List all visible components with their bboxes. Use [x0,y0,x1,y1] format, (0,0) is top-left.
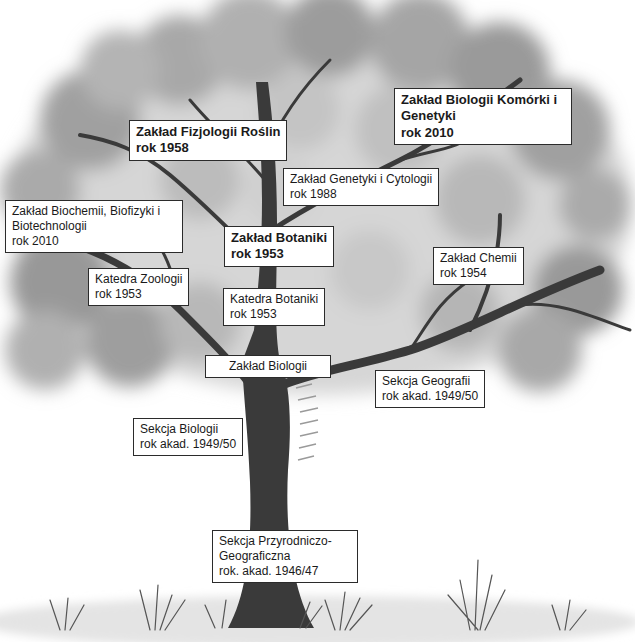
department-box: Zakład Biologii [205,355,331,378]
unit-year: rok akad. 1949/50 [140,437,236,452]
department-box: Katedra Zoologiirok 1953 [88,268,189,306]
tree-crown [0,0,632,395]
grass-tuft [140,585,185,630]
department-box: Sekcja Przyrodniczo-Geograficznarok. aka… [212,530,358,583]
unit-name: Zakład Genetyki i Cytologii [290,172,432,187]
department-box: Zakład Biologii Komórki i Genetykirok 20… [394,88,572,145]
grass-tuft [50,598,84,630]
foliage-blob [5,310,85,390]
unit-year: rok 1953 [231,246,327,262]
unit-year: rok 1954 [440,266,517,281]
unit-year: rok akad. 1949/50 [382,389,478,404]
unit-name: Zakład Fizjologii Roślin [136,124,280,140]
grass-tuft [552,600,586,630]
unit-year: rok. akad. 1946/47 [219,564,351,579]
unit-year: rok 1958 [136,140,280,156]
department-box: Zakład Botanikirok 1953 [224,226,334,267]
foliage-blob [435,155,525,245]
unit-year: rok 1953 [95,287,182,302]
department-box: Katedra Botanikirok 1953 [223,288,325,326]
department-box: Sekcja Geografiirok akad. 1949/50 [375,370,485,408]
ground-shadow [0,596,635,642]
unit-name: Zakład Botaniki [231,230,327,246]
unit-name: Katedra Zoologii [95,272,182,287]
unit-name: Sekcja Biologii [140,422,236,437]
department-box: Zakład Chemiirok 1954 [433,247,524,285]
unit-name: Sekcja Przyrodniczo-Geograficzna [219,534,351,564]
branch [410,280,470,350]
foliage-blob [285,0,375,77]
department-box: Zakład Fizjologii Roślinrok 1958 [129,120,287,161]
foliage-blob [559,169,631,241]
bark-hatching [296,384,318,460]
unit-name: Zakład Chemii [440,251,517,266]
grass-tuft [448,560,505,630]
grass-tuft [205,600,322,628]
unit-name: Sekcja Geografii [382,374,478,389]
unit-name: Zakład Biologii [212,359,324,374]
hatch [296,384,318,460]
unit-name: Katedra Botaniki [230,292,318,307]
department-box: Sekcja Biologiirok akad. 1949/50 [133,418,243,456]
grass-tuft [325,592,372,630]
unit-year: rok 2010 [12,234,176,249]
foliage-blob [8,15,632,395]
foliage-blob [85,297,175,387]
foliage-blob [498,308,582,392]
grass [50,560,586,630]
unit-name: Zakład Biologii Komórki i Genetyki [401,92,565,125]
foliage-blob [80,30,160,110]
unit-year: rok 1953 [230,307,318,322]
unit-year: rok 1988 [290,187,432,202]
unit-name: Zakład Biochemii, Biofizyki i Biotechnol… [12,204,176,234]
department-box: Zakład Biochemii, Biofizyki i Biotechnol… [5,200,183,253]
branch [520,304,630,330]
department-box: Zakład Genetyki i Cytologiirok 1988 [283,168,439,206]
foliage-blob [330,230,410,310]
unit-year: rok 2010 [401,125,565,141]
